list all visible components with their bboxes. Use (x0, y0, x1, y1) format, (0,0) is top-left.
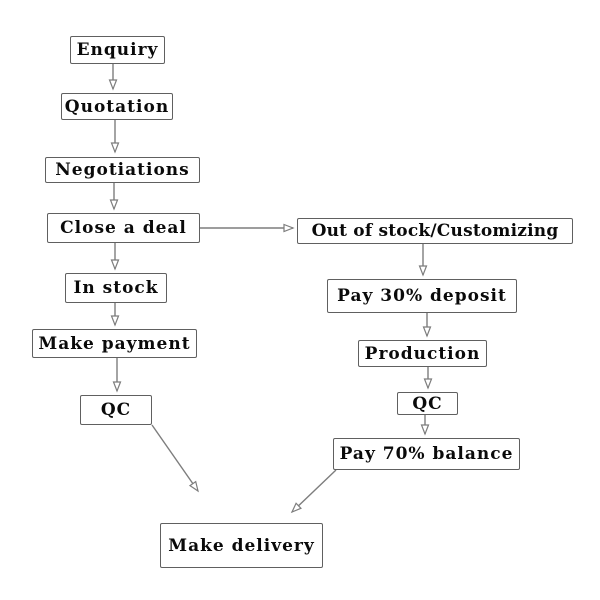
arrow-qc-to-make-delivery (151, 424, 199, 493)
node-negotiations: Negotiations (45, 157, 200, 183)
node-qc-left: QC (80, 395, 152, 425)
node-close-deal: Close a deal (47, 213, 200, 243)
node-quotation: Quotation (61, 93, 173, 120)
node-make-payment: Make payment (32, 329, 197, 358)
arrow-pay-balance-to-make-delivery (290, 469, 337, 514)
node-make-delivery: Make delivery (160, 523, 323, 568)
node-production: Production (358, 340, 487, 367)
node-enquiry: Enquiry (70, 36, 165, 64)
node-in-stock: In stock (65, 273, 167, 303)
node-pay-balance: Pay 70% balance (333, 438, 520, 470)
node-out-of-stock: Out of stock/Customizing (297, 218, 573, 244)
node-qc-right: QC (397, 392, 458, 415)
node-pay-deposit: Pay 30% deposit (327, 279, 517, 313)
